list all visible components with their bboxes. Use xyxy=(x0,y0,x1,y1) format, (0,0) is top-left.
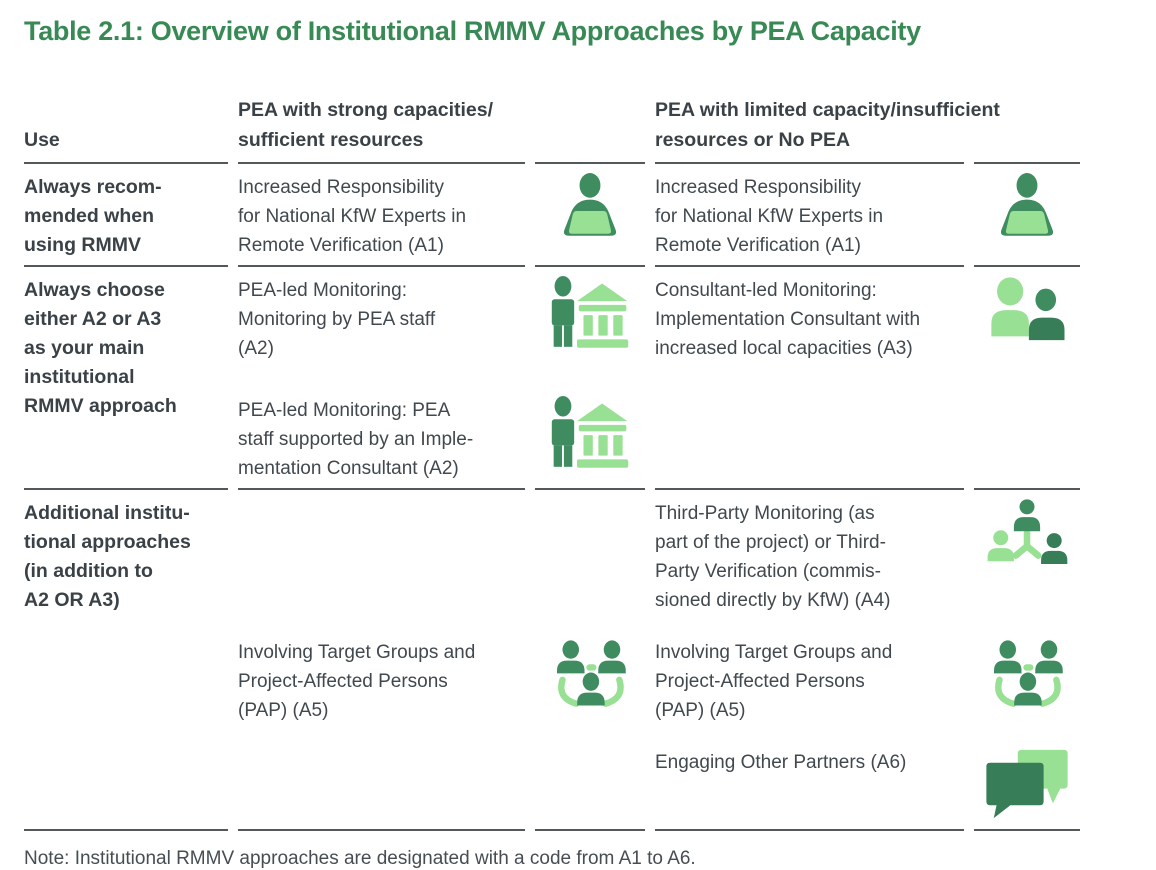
column-header-use: Use xyxy=(24,129,60,151)
table-rule xyxy=(24,488,1080,490)
table-rule xyxy=(24,162,1080,164)
row-label: Always choose either A2 or A3 as your ma… xyxy=(24,279,177,417)
rmmv-approaches-table: Use PEA with strong capacities/ sufficie… xyxy=(24,95,1080,831)
org-chart-people-icon xyxy=(974,499,1080,615)
people-circle-icon xyxy=(535,638,645,725)
column-header-strong-pea: PEA with strong capacities/ sufficient r… xyxy=(238,99,494,151)
table-rule xyxy=(24,265,1080,267)
cell-text-a3: Consultant-led Monitoring: Implementatio… xyxy=(655,280,921,359)
person-laptop-icon xyxy=(974,173,1080,260)
page-title: Table 2.1: Overview of Institutional RMM… xyxy=(24,16,921,46)
cell-text-a2: PEA-led Monitoring: PEA staff supported … xyxy=(238,400,474,479)
cell-text-a1: Increased Responsibility for National Kf… xyxy=(655,177,884,256)
cell-text-a5: Involving Target Groups and Project-Affe… xyxy=(655,642,893,721)
speech-bubbles-icon xyxy=(974,748,1080,820)
cell-text-a4: Third-Party Monitoring (as part of the p… xyxy=(655,503,891,611)
cell-text-a2: PEA-led Monitoring: Monitoring by PEA st… xyxy=(238,280,436,359)
column-header-limited-pea: PEA with limited capacity/insufficient r… xyxy=(655,99,1000,151)
table-header-row: Use PEA with strong capacities/ sufficie… xyxy=(24,95,1080,162)
table-row-always-choose: Always choose either A2 or A3 as your ma… xyxy=(24,267,1080,488)
person-institution-icon xyxy=(535,276,645,363)
people-circle-icon xyxy=(974,638,1080,725)
cell-text-a1: Increased Responsibility for National Kf… xyxy=(238,177,467,256)
two-consultants-icon xyxy=(974,276,1080,363)
table-row-additional-approaches: Additional institu- tional approaches (i… xyxy=(24,490,1080,829)
person-laptop-icon xyxy=(535,173,645,260)
table-row-always-recommended: Always recom- mended when using RMMV Inc… xyxy=(24,164,1080,265)
person-institution-icon xyxy=(535,396,645,483)
row-label: Additional institu- tional approaches (i… xyxy=(24,502,191,611)
row-label: Always recom- mended when using RMMV xyxy=(24,176,162,256)
table-rule xyxy=(24,829,1080,831)
cell-text-a5: Involving Target Groups and Project-Affe… xyxy=(238,642,476,721)
table-note: Note: Institutional RMMV approaches are … xyxy=(24,848,696,869)
cell-text-a6: Engaging Other Partners (A6) xyxy=(655,752,907,773)
